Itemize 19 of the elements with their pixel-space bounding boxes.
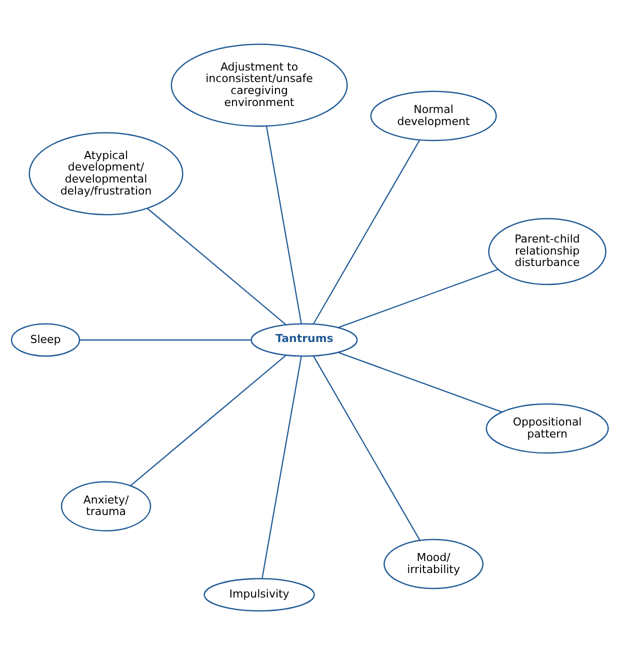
connector (338, 268, 499, 328)
node-ellipse: Atypical development/ developmental delay/frustration (28, 132, 184, 215)
connector (147, 208, 286, 325)
connector (266, 126, 302, 324)
node-ellipse: Parent-child relationship disturbance (488, 217, 606, 285)
connector (262, 356, 302, 578)
node-ellipse: Sleep (10, 322, 80, 356)
node-ellipse: Tantrums (250, 322, 358, 356)
node-ellipse: Mood/ irritability (384, 538, 484, 589)
node-ellipse: Adjustment to inconsistent/unsafe caregiving environment (170, 43, 348, 126)
node-ellipse: Anxiety/ trauma (60, 480, 152, 531)
node-ellipse: Oppositional pattern (486, 402, 609, 454)
connector (312, 139, 420, 324)
connector (130, 354, 286, 486)
node-ellipse: Impulsivity (204, 578, 315, 611)
connector (338, 351, 502, 412)
connector (312, 355, 420, 540)
connector (79, 338, 252, 340)
node-ellipse: Normal development (370, 90, 497, 141)
